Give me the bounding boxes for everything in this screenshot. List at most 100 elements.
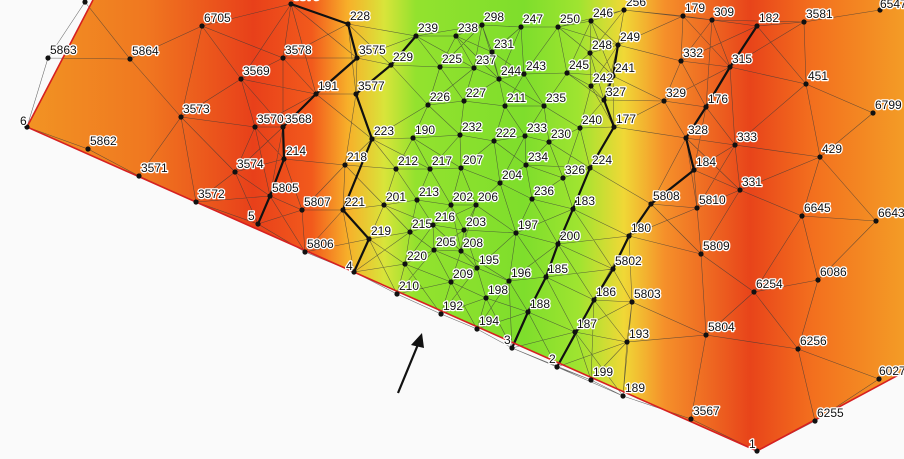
mesh-node-198: 198 [483,282,510,301]
node-marker [430,222,436,228]
node-label: 195 [479,253,499,267]
mesh-node-6643: 6643 [873,205,904,224]
node-label: 5805 [272,181,299,195]
mesh-node-249: 249 [615,29,642,48]
node-marker [491,138,497,144]
node-label: 5809 [703,239,730,253]
node-marker [620,393,626,399]
mesh-node-231: 231 [489,36,516,55]
node-marker [82,0,88,5]
mesh-node-211: 211 [502,90,528,109]
mesh-node-6799: 6799 [870,97,903,116]
node-marker [448,279,454,285]
node-marker [402,261,408,267]
node-label: 3569 [243,64,270,78]
node-marker [543,274,549,280]
mesh-node-224: 224 [587,152,614,171]
node-label: 204 [502,168,522,182]
mesh-node-228: 228 [345,8,372,27]
node-marker [438,311,444,317]
node-marker [688,416,694,422]
node-marker [458,248,464,254]
node-label: 208 [463,236,483,250]
mesh-node-188: 188 [525,296,552,315]
mesh-node-451: 451 [803,68,830,87]
node-label: 451 [808,69,828,83]
mesh-node-2: 2 [548,351,560,370]
node-marker [461,227,467,233]
node-label: 1 [749,437,756,451]
mesh-node-5808: 5808 [648,188,681,207]
node-marker [414,197,420,203]
node-label: 5802 [615,254,642,268]
mesh-node-248: 248 [587,37,614,56]
mesh-node-5804: 5804 [703,319,736,338]
mesh-node-179: 179 [680,0,707,19]
mesh-node-236: 236 [529,183,556,202]
node-marker [610,266,616,272]
node-marker [461,98,467,104]
mesh-node-333: 333 [732,129,759,148]
mesh-node-3571: 3571 [136,160,169,179]
mesh-node-246: 246 [588,5,615,24]
node-label: 221 [345,195,365,209]
node-label: 239 [418,21,438,35]
node-label: 5861 [87,0,114,1]
node-marker [24,124,30,130]
mesh-node-332: 332 [678,45,705,64]
node-marker [351,269,357,275]
node-label: 6256 [800,334,827,348]
mesh-node-3568: 3568 [280,111,313,130]
mesh-node-203: 203 [461,214,488,233]
node-marker [661,98,667,104]
node-label: 3573 [183,102,210,116]
node-label: 3567 [693,404,720,418]
node-label: 5 [248,209,255,223]
mesh-node-189: 189 [620,380,647,399]
node-marker [471,65,477,71]
mesh-node-217: 217 [427,153,454,172]
mesh-node-233: 233 [522,120,549,139]
node-label: 196 [511,266,531,280]
node-marker [698,251,704,257]
node-label: 199 [593,365,613,379]
node-label: 309 [714,5,734,19]
node-marker [877,7,883,13]
mesh-node-5863: 5863 [45,42,78,61]
node-label: 6645 [804,201,831,215]
node-label: 233 [527,121,547,135]
node-label: 231 [494,37,514,51]
mesh-node-5: 5 [247,208,261,227]
mesh-node-250: 250 [555,11,582,30]
node-marker [342,162,348,168]
arrow-head [411,333,424,348]
node-marker [394,291,400,297]
mesh-node-202: 202 [448,189,475,208]
contour-line-4 [556,25,758,368]
node-marker [483,295,489,301]
mesh-node-429: 429 [817,141,844,160]
up-right-arrow-icon [396,333,424,394]
node-marker [564,70,570,76]
node-label: 210 [399,279,419,293]
node-marker [601,97,607,103]
node-label: 222 [496,126,516,140]
mesh-node-3570: 3570 [252,111,285,130]
node-label: 243 [526,59,546,73]
node-marker [497,180,503,186]
mesh-node-235: 235 [541,90,568,109]
arrow-shaft [396,341,421,394]
node-label: 2 [549,352,556,366]
node-label: 315 [732,52,752,66]
mesh-node-196: 196 [506,265,533,284]
mesh-node-199: 199 [588,364,615,383]
mesh-node-195: 195 [474,252,501,271]
mesh-node-182: 182 [754,10,781,29]
node-marker [588,83,594,89]
node-marker [410,135,416,141]
node-label: 328 [688,123,708,137]
mesh-node-219: 219 [366,223,393,242]
node-marker [570,206,576,212]
mesh-node-225: 225 [437,51,464,70]
